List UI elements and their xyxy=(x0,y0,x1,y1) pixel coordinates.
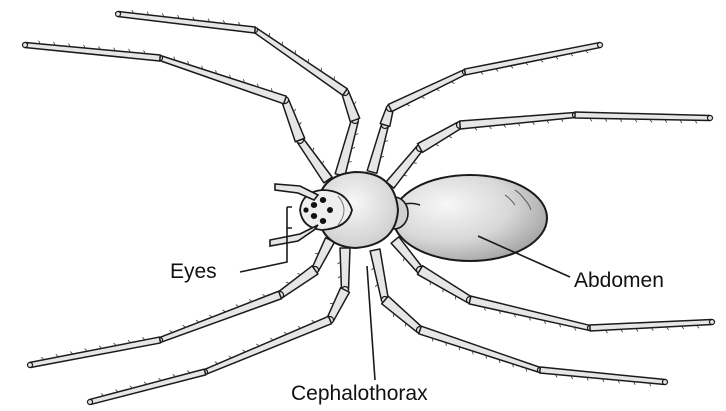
leg-bristle xyxy=(407,104,410,106)
leg-bristle xyxy=(236,305,239,307)
leg-bristle xyxy=(183,325,186,327)
leg-bristle xyxy=(256,344,259,346)
leg-bristle xyxy=(299,122,301,125)
leg-segment xyxy=(340,248,350,290)
leg-joint xyxy=(23,43,28,48)
leg-segment xyxy=(590,320,712,331)
leg-bristle xyxy=(298,326,301,328)
leg-joint xyxy=(708,116,713,121)
leg-segment xyxy=(388,70,466,112)
leg-bristle xyxy=(209,315,212,317)
leg-bristle xyxy=(449,136,452,138)
leg-segment xyxy=(540,367,666,384)
leg-segment xyxy=(297,138,332,183)
leg-bristle xyxy=(436,89,439,91)
leg-segment xyxy=(464,43,600,75)
leg-segment xyxy=(370,249,388,301)
label-cephalothorax: Cephalothorax xyxy=(291,383,428,404)
leg-segment xyxy=(204,316,331,374)
abdomen xyxy=(393,175,547,261)
leg-bristle xyxy=(322,161,323,164)
leg-bristle xyxy=(249,299,252,301)
leg-bristle xyxy=(297,273,300,274)
leg-bristle xyxy=(451,82,454,84)
leg-segment xyxy=(417,266,471,303)
leg-joint xyxy=(710,320,715,325)
cephalothorax-leader xyxy=(367,266,375,380)
leg-joint xyxy=(88,400,93,405)
label-abdomen: Abdomen xyxy=(574,270,664,291)
leg-segment xyxy=(382,296,423,332)
leg-joint xyxy=(28,363,33,368)
leg-bristle xyxy=(313,148,314,151)
leg-segment xyxy=(159,56,286,104)
leg-bristle xyxy=(436,144,439,146)
leg-segment xyxy=(419,326,541,372)
leg-bristle xyxy=(286,282,289,283)
leg-bristle xyxy=(312,320,315,322)
label-eyes: Eyes xyxy=(170,261,217,282)
leg-segment xyxy=(469,296,590,330)
leg-bristle xyxy=(262,294,265,296)
leg-bristle xyxy=(421,97,424,99)
leg-joint xyxy=(116,12,121,17)
leg-segment xyxy=(89,369,205,404)
leg-segment xyxy=(25,43,161,61)
leg-segment xyxy=(460,113,576,129)
leg-segment xyxy=(386,146,423,188)
leg-bristle xyxy=(403,258,404,261)
leg-segment xyxy=(254,28,348,95)
leg-segment xyxy=(118,12,256,33)
cephalothorax xyxy=(300,172,398,248)
leg-segment xyxy=(159,291,281,342)
eyes-leader xyxy=(240,228,287,272)
leg-joint xyxy=(663,380,668,385)
leg-bristle xyxy=(196,320,199,322)
leg-bristle xyxy=(169,330,172,332)
leg-bristle xyxy=(243,350,246,352)
leg-bristle xyxy=(270,338,273,340)
leg-segment xyxy=(575,112,710,120)
leg-bristle xyxy=(354,102,356,105)
leg-segment xyxy=(367,124,388,173)
leg-bristle xyxy=(229,356,232,358)
leg-segment xyxy=(30,337,161,367)
eyes-bracket xyxy=(287,207,292,228)
leg-segment xyxy=(282,99,305,142)
leg-joint xyxy=(598,43,603,48)
leg-bristle xyxy=(215,362,218,364)
leg-bristle xyxy=(284,332,287,334)
leg-bristle xyxy=(294,109,296,112)
leg-segment xyxy=(418,122,462,152)
leg-segment xyxy=(278,266,318,298)
leg-bristle xyxy=(223,310,226,312)
